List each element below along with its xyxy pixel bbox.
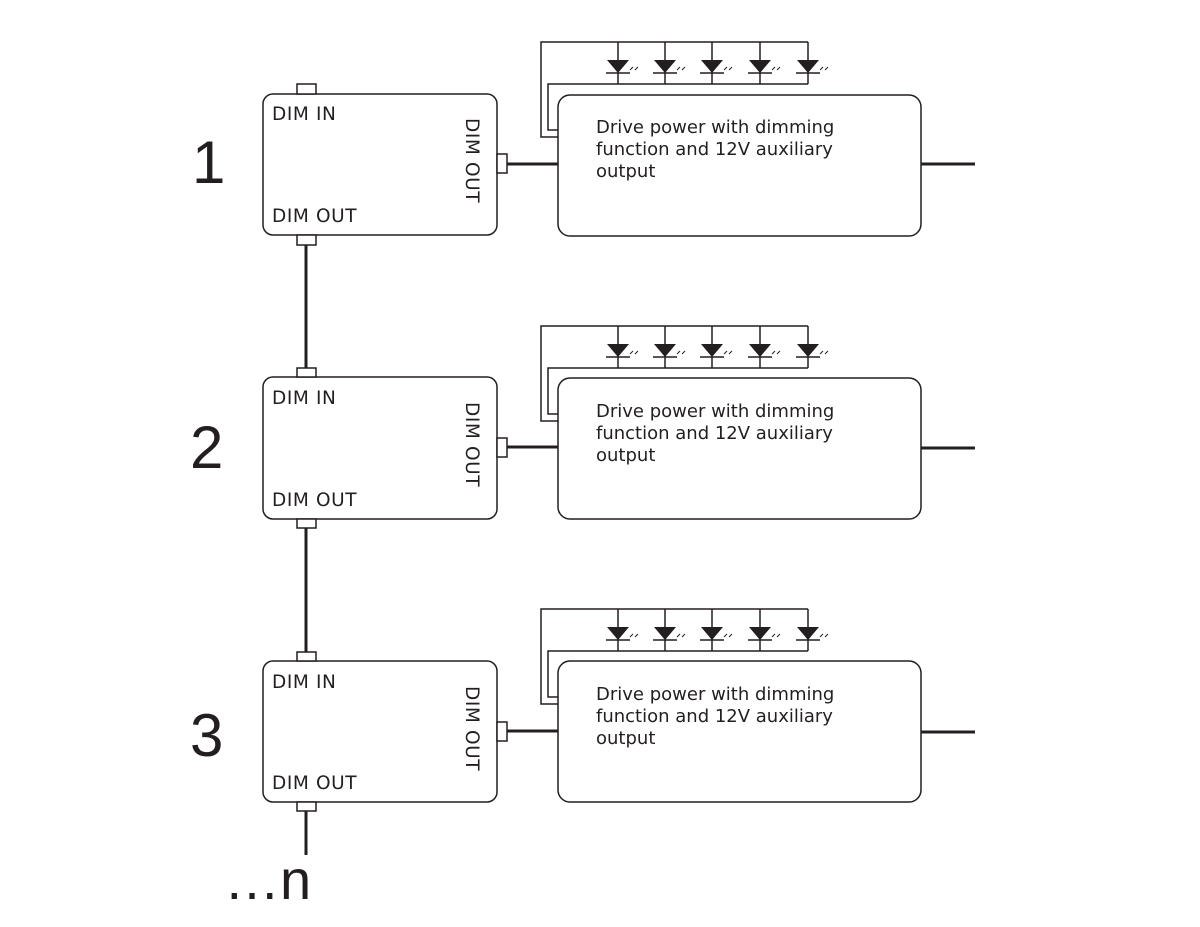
driver-text-line-1: Drive power with dimming	[596, 117, 834, 138]
side-dim-out-port	[496, 153, 508, 174]
driver-text-line-3: output	[596, 728, 655, 749]
controller-box: DIM IN DIM OUT DIM OUT	[262, 83, 508, 246]
led-icon	[652, 626, 686, 641]
controller-box: DIM IN DIM OUT DIM OUT	[262, 367, 508, 529]
dim-out-label: DIM OUT	[272, 490, 357, 511]
driver-box: Drive power with dimming function and 12…	[557, 377, 922, 520]
unit-2: 2 DIM IN DIM OUT DIM OUT Drive power wit…	[190, 325, 975, 529]
dim-out-label: DIM OUT	[272, 206, 357, 227]
led-string	[540, 325, 829, 422]
led-icon	[699, 59, 733, 74]
side-dim-out-label: DIM OUT	[461, 402, 482, 487]
driver-text-line-2: function and 12V auxiliary	[596, 706, 833, 727]
dim-out-port	[296, 518, 317, 529]
led-icon	[605, 626, 639, 641]
dim-in-port	[296, 651, 317, 662]
driver-box: Drive power with dimming function and 12…	[557, 660, 922, 803]
side-dim-out-label: DIM OUT	[461, 118, 482, 203]
driver-text-line-3: output	[596, 445, 655, 466]
led-string	[540, 41, 829, 138]
dim-in-port	[296, 367, 317, 378]
led-icon	[699, 626, 733, 641]
led-icon	[795, 626, 829, 641]
driver-text-line-3: output	[596, 161, 655, 182]
driver-text-line-1: Drive power with dimming	[596, 684, 834, 705]
driver-box: Drive power with dimming function and 12…	[557, 94, 922, 237]
continuation-label: …n	[224, 848, 311, 911]
led-icon	[605, 59, 639, 74]
dim-in-port	[296, 83, 317, 95]
led-icon	[605, 343, 639, 358]
led-icon	[795, 343, 829, 358]
dim-in-label: DIM IN	[272, 104, 336, 125]
led-string	[540, 608, 829, 705]
driver-text-line-2: function and 12V auxiliary	[596, 423, 833, 444]
led-icon	[747, 626, 781, 641]
dim-in-label: DIM IN	[272, 672, 336, 693]
led-icon	[795, 59, 829, 74]
dim-in-label: DIM IN	[272, 388, 336, 409]
unit-3: 3 DIM IN DIM OUT DIM OUT Drive power wit…	[190, 608, 975, 812]
dim-out-port	[296, 801, 317, 812]
led-icon	[747, 343, 781, 358]
dim-out-label: DIM OUT	[272, 773, 357, 794]
led-icon	[747, 59, 781, 74]
side-dim-out-port	[496, 437, 508, 458]
unit-number: 1	[192, 129, 225, 196]
controller-box: DIM IN DIM OUT DIM OUT	[262, 651, 508, 812]
unit-number: 3	[190, 702, 223, 769]
unit-number: 2	[190, 414, 223, 481]
led-icon	[652, 343, 686, 358]
side-dim-out-label: DIM OUT	[461, 686, 482, 771]
unit-1: 1 DIM IN DIM OUT DIM OUT Drive power wit…	[192, 41, 975, 246]
driver-text-line-1: Drive power with dimming	[596, 401, 834, 422]
led-icon	[652, 59, 686, 74]
driver-text-line-2: function and 12V auxiliary	[596, 139, 833, 160]
side-dim-out-port	[496, 721, 508, 742]
led-icon	[699, 343, 733, 358]
dim-out-port	[296, 234, 317, 246]
